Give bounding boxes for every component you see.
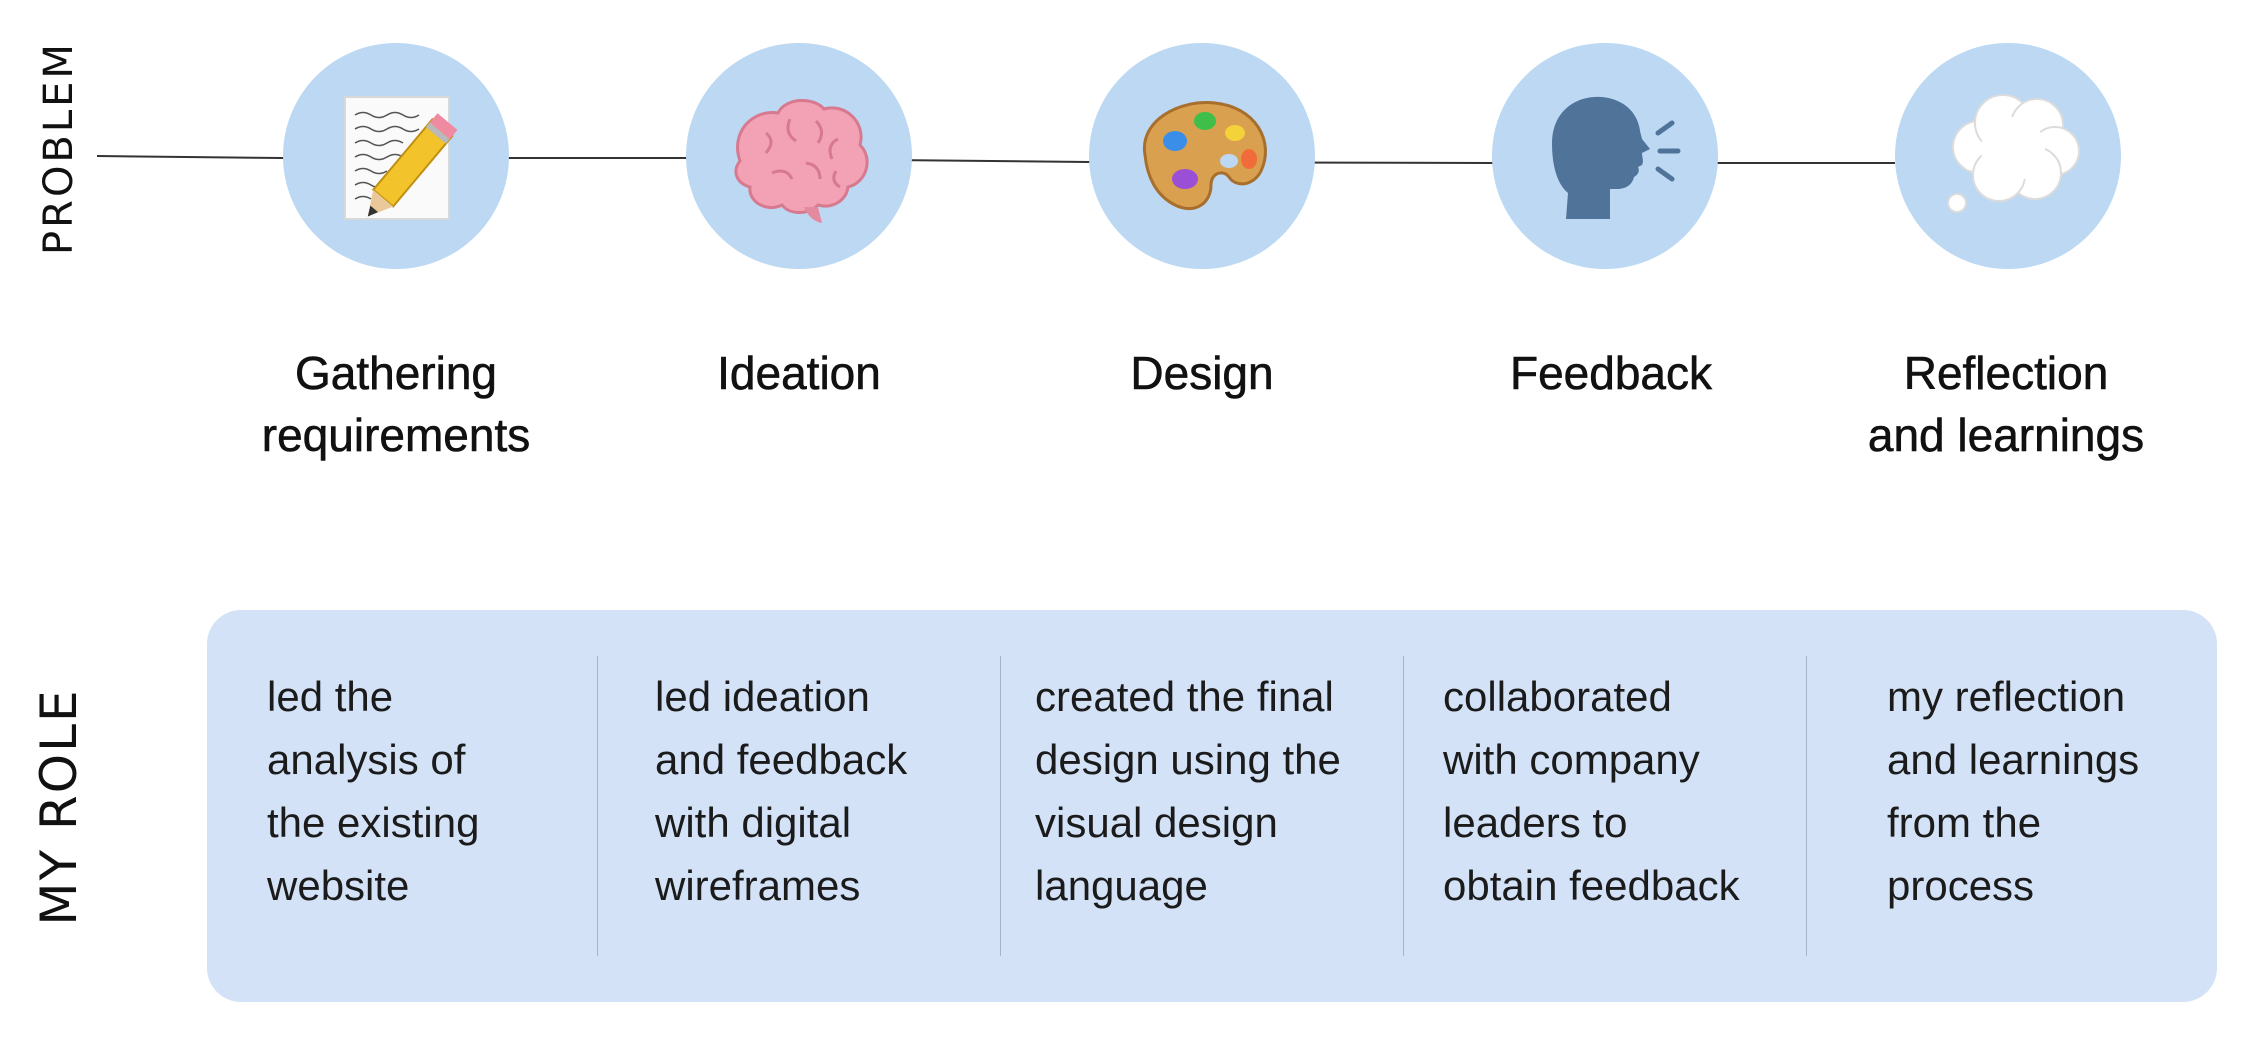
palette-icon [1142, 101, 1267, 211]
speaking-head-icon [1552, 96, 1681, 219]
step-circle-design [1089, 43, 1315, 269]
brain-icon [734, 99, 869, 223]
step-circle-feedback [1492, 43, 1718, 269]
step-title-design: Design [1130, 347, 1274, 400]
step-title-feedback: Feedback [1509, 347, 1713, 400]
role-divider [1000, 656, 1001, 956]
thought-balloon-icon [1947, 94, 2080, 213]
role-panel [207, 610, 2217, 1002]
role-text-ideation: led ideation and feedback with digital w… [655, 673, 908, 909]
role-divider [597, 656, 598, 956]
role-text-reflection: my reflection and learnings from the pro… [1887, 673, 2140, 909]
memo-icon [344, 96, 458, 220]
step-circle-reflection [1895, 43, 2121, 269]
role-divider [1403, 656, 1404, 956]
step-title-ideation: Ideation [717, 347, 881, 400]
role-text-feedback: collaborated with company leaders to obt… [1443, 673, 1740, 909]
step-circle-gathering [283, 43, 509, 269]
role-text-gathering: led the analysis of the existing website [267, 673, 480, 909]
role-text-design: created the final design using the visua… [1035, 673, 1341, 909]
role-divider [1806, 656, 1807, 956]
step-title-gathering: Gathering requirements [261, 347, 531, 462]
step-title-reflection: Reflection and learnings [1867, 347, 2145, 462]
step-circle-ideation [686, 43, 912, 269]
